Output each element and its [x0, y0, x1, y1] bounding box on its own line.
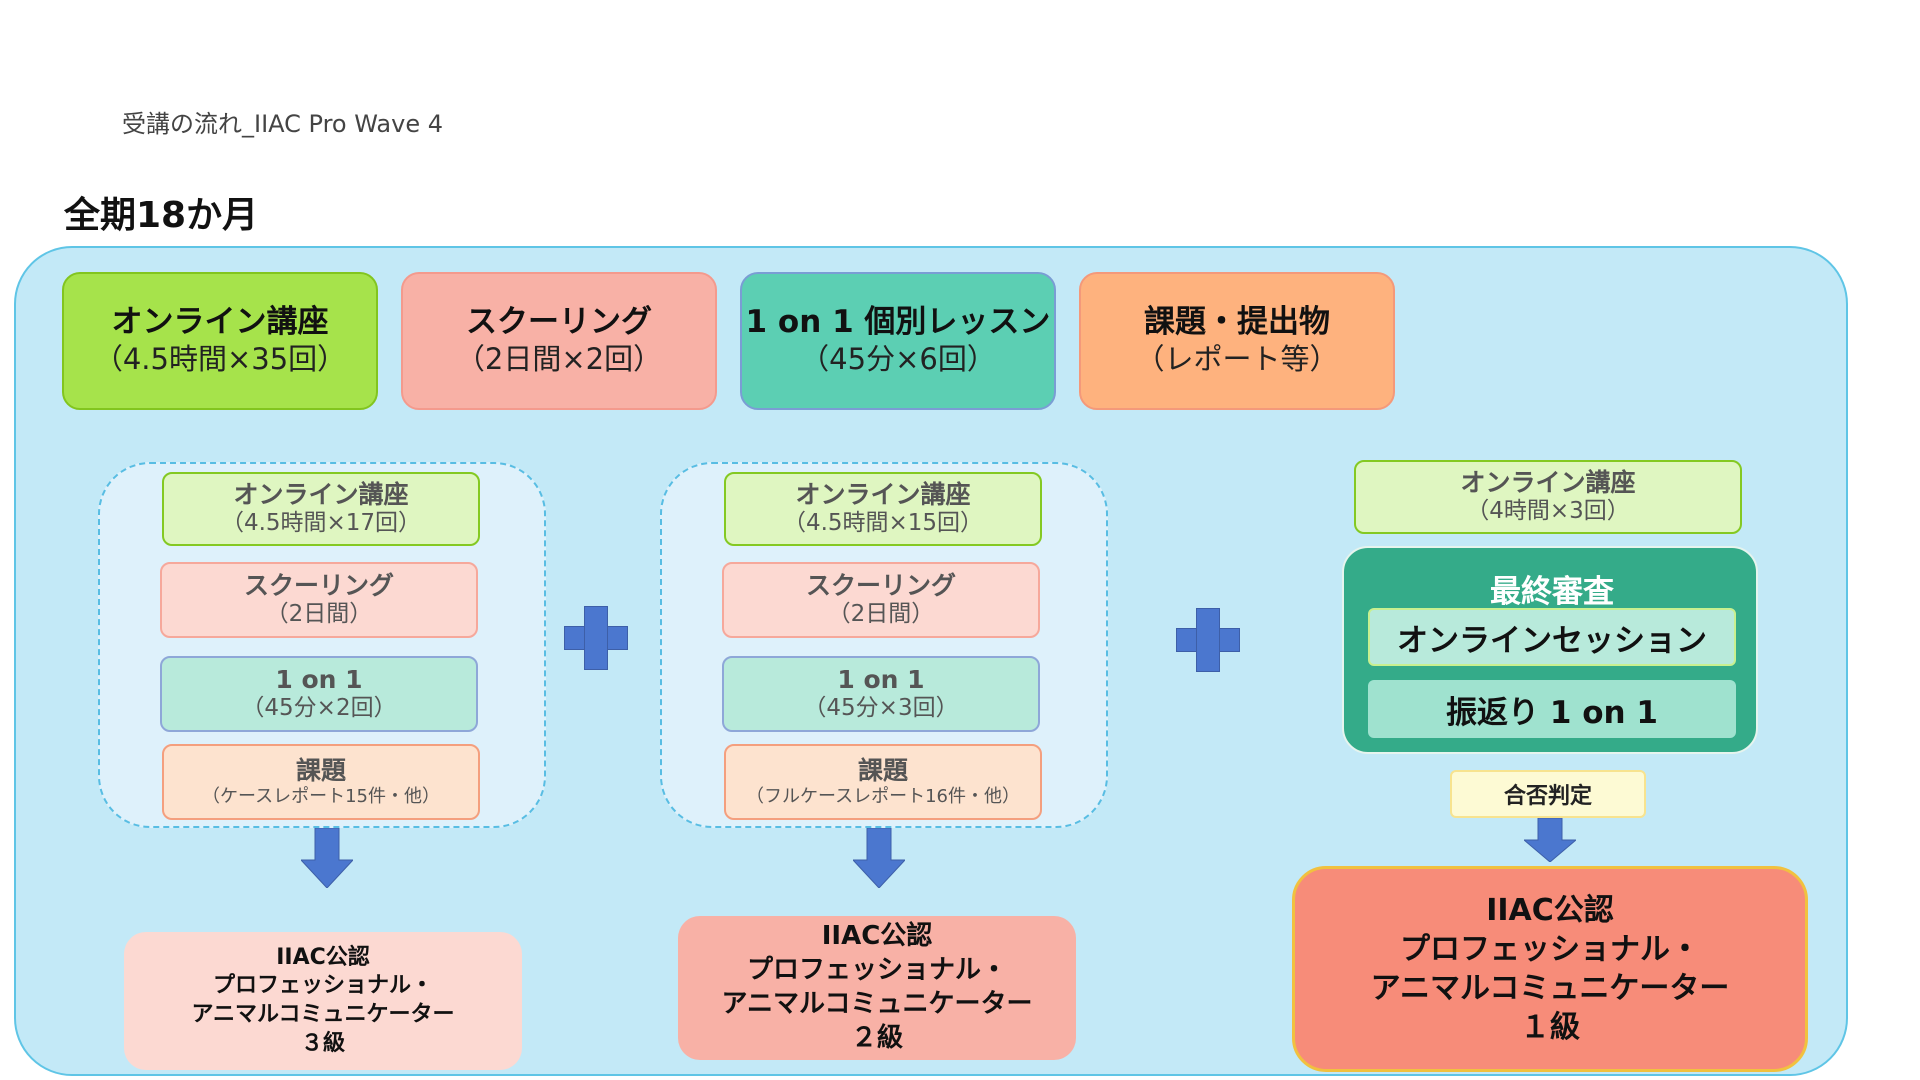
stage1-assignment-title: 課題	[295, 755, 346, 785]
stage3-online-title: オンライン講座	[1460, 467, 1636, 497]
stage2-schooling-title: スクーリング	[805, 570, 956, 600]
plus-icon	[564, 606, 628, 670]
stage2-one-on-one-title: 1 on 1	[837, 664, 925, 694]
stage2-online-course: オンライン講座 （4.5時間×15回）	[724, 472, 1042, 546]
cert3-line2: プロフェッショナル・	[212, 973, 433, 999]
stage1-online-title: オンライン講座	[233, 479, 409, 509]
stage2-assignment: 課題 （フルケースレポート16件・他）	[724, 744, 1042, 820]
certificate-level3: IIAC公認 プロフェッショナル・ アニマルコミュニケーター ３級	[124, 932, 522, 1070]
certificate-level2: IIAC公認 プロフェッショナル・ アニマルコミュニケーター ２級	[678, 916, 1076, 1060]
final-review-one-on-one: 振返り 1 on 1	[1368, 680, 1736, 738]
legend-assignment: 課題・提出物 （レポート等）	[1079, 272, 1395, 410]
stage2-schooling: スクーリング （2日間）	[722, 562, 1040, 638]
legend-assignment-title: 課題・提出物	[1144, 304, 1330, 341]
stage1-online-detail: （4.5時間×17回）	[220, 509, 422, 536]
stage3-online-course: オンライン講座 （4時間×3回）	[1354, 460, 1742, 534]
cert3-line4: ３級	[300, 1030, 345, 1056]
stage1-one-on-one-detail: （45分×2回）	[241, 694, 397, 721]
legend-schooling: スクーリング （2日間×2回）	[401, 272, 717, 410]
final-online-session: オンラインセッション	[1368, 608, 1736, 666]
cert3-line3: アニマルコミュニケーター	[191, 1002, 455, 1027]
legend-online-course: オンライン講座 （4.5時間×35回）	[62, 272, 378, 410]
stage2-schooling-detail: （2日間）	[827, 600, 935, 627]
document-title: 受講の流れ_IIAC Pro Wave 4	[122, 110, 444, 138]
legend-online-title: オンライン講座	[111, 304, 329, 341]
cert2-line3: アニマルコミュニケーター	[721, 989, 1033, 1019]
legend-assignment-detail: （レポート等）	[1135, 342, 1339, 377]
stage2-online-detail: （4.5時間×15回）	[782, 509, 984, 536]
stage1-online-course: オンライン講座 （4.5時間×17回）	[162, 472, 480, 546]
cert1-line4: １級	[1520, 1010, 1580, 1045]
down-arrow-icon	[1524, 818, 1576, 878]
stage1-assignment-detail: （ケースレポート15件・他）	[201, 785, 440, 807]
legend-online-detail: （4.5時間×35回）	[93, 342, 347, 377]
stage1-schooling: スクーリング （2日間）	[160, 562, 478, 638]
cert2-line2: プロフェッショナル・	[746, 955, 1007, 986]
pass-judgment-label: 合否判定	[1450, 770, 1646, 818]
stage2-online-title: オンライン講座	[795, 479, 971, 509]
stage1-schooling-detail: （2日間）	[265, 600, 373, 627]
down-arrow-icon	[853, 828, 905, 888]
stage1-assignment: 課題 （ケースレポート15件・他）	[162, 744, 480, 820]
legend-schooling-title: スクーリング	[466, 304, 652, 341]
legend-one-on-one-title: 1 on 1 個別レッスン	[745, 304, 1051, 341]
legend-one-on-one-detail: （45分×6回）	[800, 342, 996, 377]
plus-icon	[1176, 608, 1240, 672]
down-arrow-icon	[301, 828, 353, 888]
legend-schooling-detail: （2日間×2回）	[455, 342, 663, 377]
cert1-line3: アニマルコミュニケーター	[1370, 971, 1730, 1006]
cert3-line1: IIAC公認	[276, 944, 370, 970]
stage3-online-detail: （4時間×3回）	[1466, 497, 1630, 524]
final-exam-title: 最終審査	[1490, 574, 1614, 610]
stage2-assignment-title: 課題	[857, 755, 908, 785]
cert1-line1: IIAC公認	[1486, 893, 1614, 928]
final-exam-box: 最終審査 オンラインセッション 振返り 1 on 1	[1342, 546, 1758, 754]
cert2-line4: ２級	[850, 1022, 903, 1053]
period-heading: 全期18か月	[64, 195, 259, 236]
stage2-assignment-detail: （フルケースレポート16件・他）	[745, 785, 1020, 807]
cert1-line2: プロフェッショナル・	[1400, 932, 1700, 967]
stage2-one-on-one-detail: （45分×3回）	[803, 694, 959, 721]
stage1-one-on-one: 1 on 1 （45分×2回）	[160, 656, 478, 732]
stage2-one-on-one: 1 on 1 （45分×3回）	[722, 656, 1040, 732]
stage1-schooling-title: スクーリング	[243, 570, 394, 600]
stage1-one-on-one-title: 1 on 1	[275, 664, 363, 694]
legend-one-on-one: 1 on 1 個別レッスン （45分×6回）	[740, 272, 1056, 410]
cert2-line1: IIAC公認	[821, 921, 933, 952]
certificate-level1: IIAC公認 プロフェッショナル・ アニマルコミュニケーター １級	[1292, 866, 1808, 1072]
